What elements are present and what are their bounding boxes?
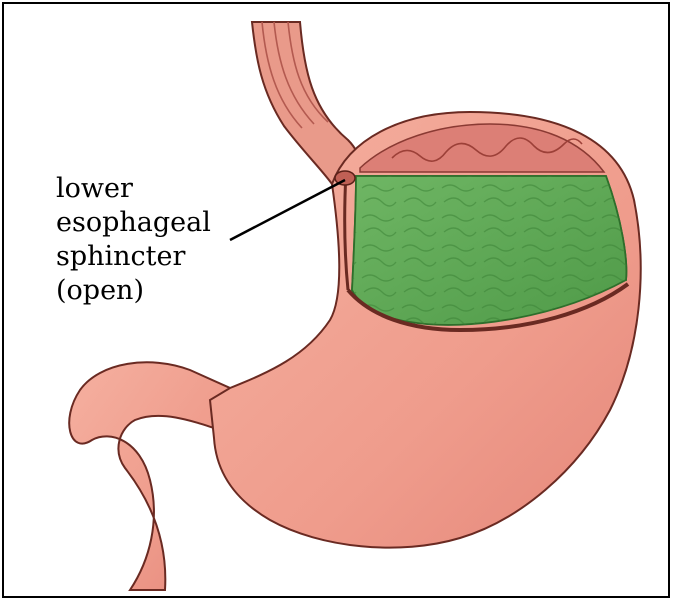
sphincter-label: lower esophageal sphincter (open): [56, 172, 211, 308]
label-line-3: sphincter: [56, 240, 211, 274]
esophagus: [252, 22, 360, 184]
label-line-2: esophageal: [56, 206, 211, 240]
duodenum: [69, 362, 230, 590]
label-line-4: (open): [56, 274, 211, 308]
label-line-1: lower: [56, 172, 211, 206]
label-leader-line: [230, 180, 345, 240]
